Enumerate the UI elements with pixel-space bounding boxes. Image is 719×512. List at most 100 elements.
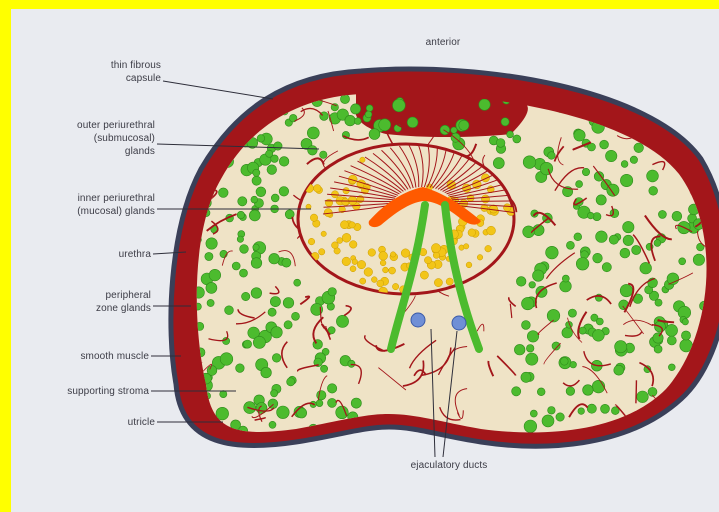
gland-acinus (271, 390, 278, 397)
gland-acinus (351, 398, 361, 408)
mucosal-acinus (321, 231, 326, 236)
mucosal-acinus (342, 257, 351, 266)
mucosal-acinus (466, 262, 472, 268)
gland-acinus (707, 97, 714, 104)
gland-acinus (253, 244, 259, 250)
mucosal-acinus (379, 252, 388, 261)
label-utricle: utricle (11, 416, 155, 429)
gland-acinus (267, 165, 277, 175)
gland-acinus (556, 413, 564, 421)
gland-acinus (206, 282, 217, 293)
label-anterior: anterior (393, 36, 493, 49)
gland-acinus (529, 282, 536, 289)
gland-acinus (668, 364, 675, 371)
gland-acinus (336, 315, 348, 327)
gland-acinus (270, 297, 280, 307)
gland-acinus (269, 421, 276, 428)
label-supporting-stroma: supporting stroma (11, 385, 149, 398)
mucosal-acinus (342, 198, 349, 205)
gland-acinus (566, 241, 574, 249)
gland-acinus (562, 275, 569, 282)
gland-acinus (522, 321, 531, 330)
gland-acinus (546, 246, 559, 259)
mucosal-acinus (364, 268, 373, 277)
label-inner-periurethral-line1: inner periurethral (11, 192, 155, 205)
gland-acinus (702, 382, 708, 388)
gland-acinus (693, 254, 704, 265)
mucosal-acinus (392, 283, 398, 289)
gland-acinus (576, 181, 583, 188)
label-capsule: thin fibrous capsule (11, 59, 161, 85)
gland-acinus (251, 258, 262, 269)
gland-acinus (269, 253, 280, 264)
gland-acinus (522, 297, 534, 309)
mucosal-acinus (446, 278, 453, 285)
gland-acinus (713, 378, 719, 389)
gland-acinus (526, 353, 538, 365)
gland-acinus (512, 387, 521, 396)
gland-acinus (566, 387, 575, 396)
mucosal-acinus (308, 238, 315, 245)
gland-acinus (379, 119, 391, 131)
gland-acinus (279, 157, 289, 167)
gland-acinus (283, 298, 294, 309)
label-inner-periurethral: inner periurethral (mucosal) glands (11, 192, 155, 218)
label-capsule-line1: thin fibrous (11, 59, 161, 72)
gland-acinus (661, 423, 670, 432)
mucosal-acinus (368, 249, 376, 257)
gland-acinus (700, 146, 710, 156)
mucosal-acinus (360, 278, 366, 284)
gland-acinus (207, 299, 214, 306)
gland-acinus (479, 99, 490, 110)
gland-acinus (579, 327, 586, 334)
mucosal-acinus (420, 271, 428, 279)
gland-acinus (320, 151, 327, 158)
mucosal-acinus (464, 244, 469, 249)
gland-acinus (632, 245, 641, 254)
gland-acinus (542, 415, 554, 427)
gland-acinus (292, 312, 300, 320)
mucosal-acinus (431, 244, 440, 253)
gland-acinus (593, 253, 603, 263)
gland-acinus (672, 211, 682, 221)
gland-acinus (369, 129, 380, 140)
gland-acinus (710, 100, 719, 109)
gland-acinus (576, 258, 589, 271)
gland-acinus (614, 365, 624, 375)
gland-acinus (271, 194, 279, 202)
gland-acinus (634, 143, 644, 153)
gland-acinus (316, 400, 323, 407)
gland-acinus (647, 170, 659, 182)
gland-acinus (537, 388, 545, 396)
gland-acinus (679, 258, 686, 265)
mucosal-acinus (314, 185, 322, 193)
gland-acinus (620, 248, 630, 258)
gland-acinus (459, 120, 469, 130)
gland-acinus (266, 150, 273, 157)
gland-acinus (209, 269, 221, 281)
gland-acinus (524, 420, 537, 433)
mucosal-acinus (337, 238, 343, 244)
gland-acinus (596, 231, 608, 243)
muscle-strand (227, 114, 230, 119)
mucosal-acinus (332, 242, 339, 249)
mucosal-acinus (349, 241, 357, 249)
gland-acinus (284, 321, 292, 329)
gland-acinus (600, 140, 609, 149)
gland-acinus (238, 197, 247, 206)
gland-acinus (240, 245, 249, 254)
muscle-strand (707, 363, 719, 390)
gland-acinus (366, 105, 373, 112)
gland-acinus (526, 345, 534, 353)
label-outer-periurethral-line2: (submucosal) (11, 132, 155, 145)
gland-acinus (707, 402, 714, 409)
gland-acinus (694, 97, 703, 106)
gland-acinus (667, 336, 676, 345)
gland-acinus (209, 105, 222, 118)
gland-acinus (699, 97, 708, 106)
label-ejaculatory-ducts: ejaculatory ducts (379, 459, 519, 472)
gland-acinus (655, 299, 662, 306)
gland-acinus (252, 176, 261, 185)
gland-acinus (317, 391, 326, 400)
gland-acinus (620, 284, 632, 296)
